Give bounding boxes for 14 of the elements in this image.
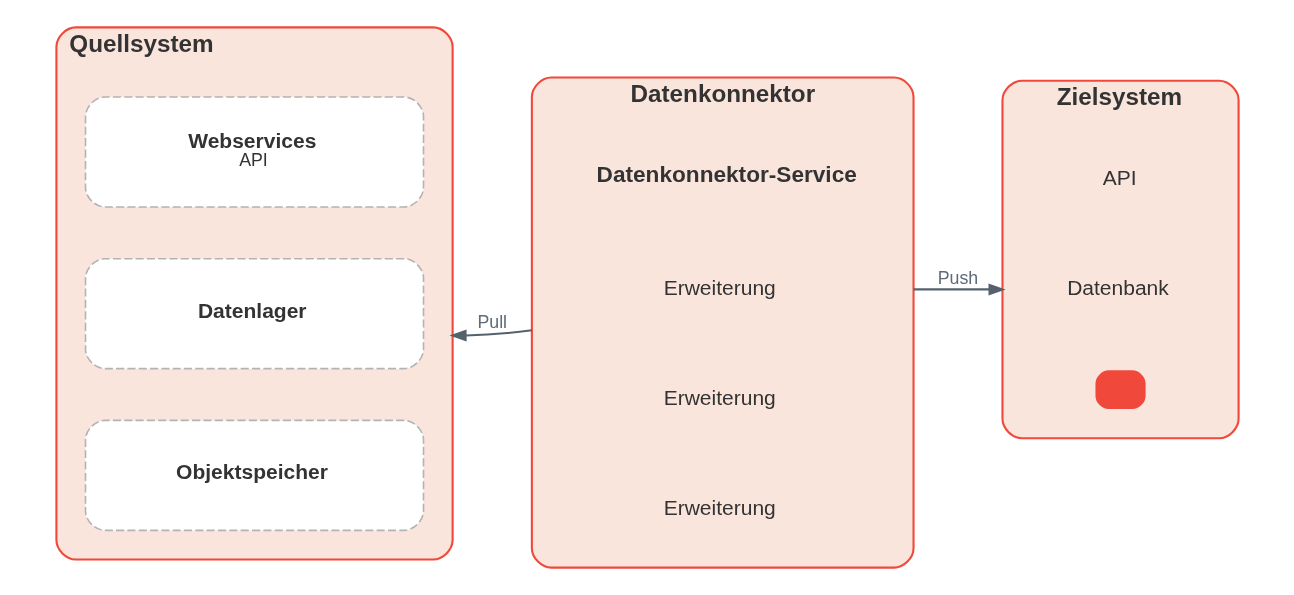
edge-label: Pull	[476, 311, 507, 332]
node-text: Datenbank	[1066, 275, 1169, 299]
arrow	[448, 329, 532, 342]
edge-label: Push	[937, 268, 978, 289]
node-box	[1094, 370, 1146, 410]
arrow	[913, 283, 1006, 296]
node-text: Erweiterung	[663, 495, 776, 519]
node-box: Objektspeicher	[84, 419, 424, 532]
node-text: API	[1102, 165, 1137, 189]
node-box: Datenlager	[84, 257, 424, 370]
node-text: Erweiterung	[663, 275, 776, 299]
node-text: Erweiterung	[663, 385, 776, 409]
node-box: Webservices API	[84, 96, 424, 208]
node-text: Datenkonnektor-Service	[596, 162, 857, 188]
